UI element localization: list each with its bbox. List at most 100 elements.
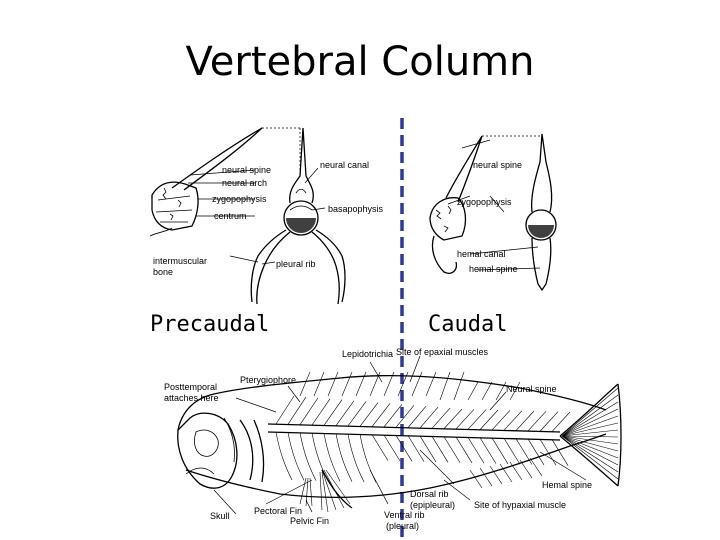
label-neural-spine: Neural spine [506, 384, 557, 394]
dorsal-fin-ray [439, 371, 451, 401]
dorsal-fin-ray [453, 371, 465, 401]
dorsal-fin-ray [341, 371, 353, 397]
label-attaches-here: attaches here [164, 393, 219, 403]
caudal-fin-ray [561, 394, 619, 437]
dorsal-fin-ray [313, 371, 325, 397]
hemal-spine-ray [515, 438, 533, 465]
label-hemal-spine: Hemal spine [542, 480, 592, 490]
caudal-fin-ray [561, 435, 619, 459]
label-precaudal-bone: bone [153, 267, 173, 277]
hemal-spine-ray [383, 434, 401, 462]
dorsal-fin-ray [299, 371, 311, 397]
rib-ray [275, 431, 293, 481]
neural-spine-ray [455, 409, 475, 430]
label-pelvic-fin: Pelvic Fin [290, 516, 329, 526]
section-label-precaudal: Precaudal [150, 312, 270, 337]
label-precaudal-intermuscular: intermuscular [153, 256, 207, 266]
fish-leader-lines [213, 355, 587, 515]
rib-ray [299, 432, 317, 481]
precaudal-vertebra-illustration [149, 127, 346, 305]
label-dorsal-rib: Dorsal rib [410, 489, 449, 499]
hemal-spine-ray [419, 435, 437, 463]
label-pectoral-fin: Pectoral Fin [254, 506, 302, 516]
label-lepidotrichia: Lepidotrichia [342, 349, 393, 359]
rib-ray [311, 432, 329, 482]
dorsal-fin-ray [481, 381, 493, 401]
hemal-spine-ray [551, 439, 569, 466]
neural-spine-ray [491, 410, 511, 431]
caudal-fin-ray [561, 415, 619, 437]
caudal-fin-ray [561, 429, 619, 437]
anal-fin-ray [519, 459, 533, 479]
anal-fin-ray [479, 467, 493, 487]
label-caudal-neural-spine: neural spine [473, 160, 522, 170]
label-pterygiophore: Pterygiophore [240, 375, 296, 385]
hemal-spine-ray [371, 434, 389, 461]
caudal-fin-ray [561, 435, 619, 480]
neural-spine-ray [431, 407, 451, 429]
hemal-spine-ray [443, 436, 461, 463]
neural-spine-ray [407, 406, 427, 428]
neural-spine-ray [383, 404, 403, 428]
anal-fin-ray [469, 469, 483, 489]
neural-spine-ray [443, 408, 463, 429]
hemal-spine-ray [539, 439, 557, 466]
neural-spine-ray [467, 409, 487, 430]
hemal-spine-ray [407, 435, 425, 462]
rib-ray [287, 432, 305, 481]
dorsal-fin-ray [495, 381, 507, 401]
caudal-fin-ray [561, 422, 619, 437]
rib-ray [335, 433, 353, 482]
neural-spine-ray [527, 411, 547, 432]
label-skull: Skull [210, 511, 230, 521]
hemal-spine-ray [491, 437, 509, 465]
slide-title: Vertebral Column [185, 39, 535, 85]
caudal-vertebra-illustration [429, 133, 557, 292]
label-site-epaxial: Site of epaxial muscles [396, 347, 489, 357]
neural-spine-ray [479, 409, 499, 430]
rib-ray [347, 433, 365, 483]
label-precaudal-neural-canal: neural canal [320, 160, 369, 170]
neural-spine-ray [323, 399, 343, 426]
caudal-fin-ray [561, 435, 619, 473]
neural-spine-ray [551, 411, 571, 432]
neural-spine-ray [275, 395, 295, 425]
caudal-fin-ray [561, 435, 619, 466]
caudal-fin-ray [561, 435, 619, 452]
dorsal-fin-ray [509, 381, 521, 401]
neural-spine-ray [311, 398, 331, 426]
hemal-spine-ray [503, 438, 521, 465]
hemal-spine-ray [479, 437, 497, 464]
hemal-spine-ray [527, 438, 545, 466]
neural-spine-ray [515, 410, 535, 431]
neural-spine-ray [287, 396, 307, 425]
dorsal-fin-ray [327, 371, 339, 397]
caudal-fin-ray [561, 435, 619, 445]
label-precaudal-centrum: centrum [214, 211, 247, 221]
neural-spine-ray [419, 406, 439, 429]
caudal-fin-ray [561, 435, 619, 438]
neural-spine-ray [299, 397, 319, 425]
anal-fin-ray [499, 463, 513, 483]
anal-fin-ray [489, 465, 503, 485]
hemal-spine-ray [467, 437, 485, 464]
label-caudal-zygopophysis: zygopophysis [457, 197, 512, 207]
hemal-spine-ray [431, 436, 449, 463]
label-pleural: (pleural) [386, 521, 419, 531]
section-label-caudal: Caudal [428, 312, 508, 337]
fish-skeleton-rays [275, 371, 619, 489]
neural-spine-ray [371, 403, 391, 427]
hemal-spine-ray [395, 435, 413, 462]
neural-spine-ray [359, 402, 379, 427]
label-caudal-hemal-spine: hemal spine [469, 264, 518, 274]
label-posttemporal: Posttemporal [164, 382, 217, 392]
anal-fin-ray [529, 457, 543, 477]
label-site-hypaxial: Site of hypaxial muscle [474, 500, 566, 510]
dorsal-fin-ray [397, 371, 409, 397]
rib-ray [323, 433, 341, 482]
label-precaudal-basapophysis: basapophysis [328, 204, 384, 214]
neural-spine-ray [347, 401, 367, 427]
label-caudal-hemal-canal: hemal canal [457, 249, 506, 259]
